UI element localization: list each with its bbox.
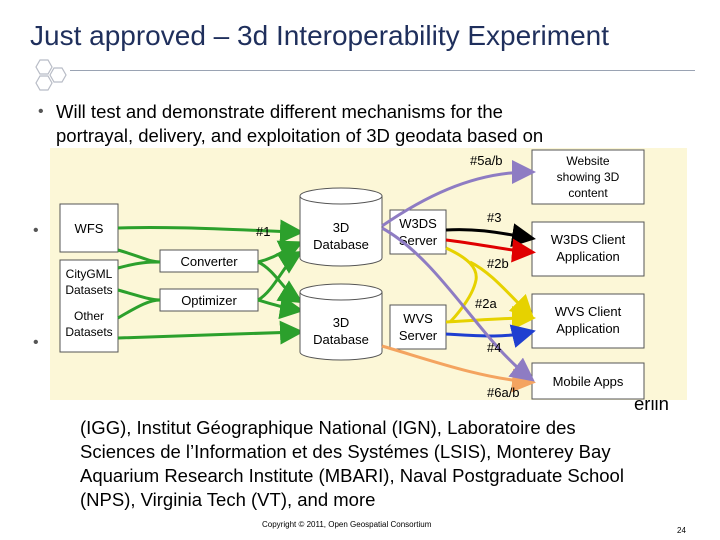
- bullet-marker: •: [33, 222, 39, 239]
- database-bottom-icon: [299, 283, 383, 361]
- website-client-box: [531, 149, 645, 205]
- bullet-marker: •: [33, 334, 39, 351]
- red-flow-arrow: [445, 238, 536, 263]
- orange-flow-arrow: [381, 344, 536, 393]
- website-label-2: showing 3D: [557, 170, 620, 184]
- flow-label-4: #4: [487, 340, 501, 355]
- bullet3-line2: (IGG), Institut Géographique National (I…: [80, 417, 576, 438]
- flow-label-2a: #2a: [475, 296, 497, 311]
- bullet3-line3: Sciences de l’Information et des Systéme…: [80, 441, 611, 462]
- mobile-client-box: [531, 362, 645, 400]
- other-label-2: Datasets: [65, 325, 112, 339]
- w3ds-server-label-1: W3DS: [399, 216, 437, 231]
- wvs-server-box: [389, 304, 447, 350]
- bullet-marker: •: [38, 103, 44, 120]
- flow-label-3: #3: [487, 210, 501, 225]
- converter-label: Converter: [180, 254, 238, 269]
- database-bottom-label-2: Database: [313, 332, 369, 347]
- flow-label-1: #1: [256, 224, 270, 239]
- page-number: 24: [677, 526, 686, 535]
- wvs-client-label-2: Application: [556, 321, 620, 336]
- green-flows: [117, 219, 304, 345]
- wvs-server-label-2: Server: [399, 328, 438, 343]
- slide-title: Just approved – 3d Interoperability Expe…: [30, 20, 609, 51]
- website-label-3: content: [568, 186, 608, 200]
- database-top-label-1: 3D: [333, 220, 350, 235]
- citygml-label-1: CityGML: [66, 267, 113, 281]
- wvs-server-label-1: WVS: [403, 311, 433, 326]
- yellow-flow-arrow-cross: [469, 260, 535, 320]
- flow-label-2b: #2b: [487, 256, 509, 271]
- mobile-client-label: Mobile Apps: [553, 374, 624, 389]
- w3ds-client-label-1: W3DS Client: [551, 232, 626, 247]
- optimizer-label: Optimizer: [181, 293, 237, 308]
- copyright-footer: Copyright © 2011, Open Geospatial Consor…: [262, 520, 432, 529]
- database-bottom-label-1: 3D: [333, 315, 350, 330]
- wfs-box: [59, 203, 119, 253]
- flow-label-6ab: #6a/b: [487, 385, 520, 400]
- bullet1-line1: Will test and demonstrate different mech…: [56, 101, 503, 122]
- wfs-label: WFS: [75, 221, 104, 236]
- yellow-flow-arrow-to-wvs: [445, 306, 536, 331]
- datasets-box: [59, 259, 119, 353]
- wvs-client-box: [531, 293, 645, 349]
- bullet1-line2: portrayal, delivery, and exploitation of…: [56, 125, 544, 146]
- w3ds-client-label-2: Application: [556, 249, 620, 264]
- database-top-icon: [299, 187, 383, 267]
- purple-flow-arrow: [381, 160, 536, 228]
- black-flow-arrow: [445, 223, 536, 248]
- other-label-1: Other: [74, 309, 104, 323]
- blue-flow-arrow: [445, 324, 536, 348]
- yellow-flow-arrow-upper: [445, 246, 478, 324]
- wvs-client-label-1: WVS Client: [555, 304, 622, 319]
- flow-label-5ab: #5a/b: [470, 153, 503, 168]
- citygml-label-2: Datasets: [65, 283, 112, 297]
- website-label-1: Website: [566, 154, 609, 168]
- title-divider: [70, 70, 695, 71]
- w3ds-server-label-2: Server: [399, 233, 438, 248]
- purple-flow-arrow-mobile: [381, 226, 535, 382]
- hexagon-logo-icon: [35, 59, 67, 91]
- bullet3-line4: Aquarium Research Institute (MBARI), Nav…: [80, 465, 624, 486]
- database-top-label-2: Database: [313, 237, 369, 252]
- bullet3-line5: (NPS), Virginia Tech (VT), and more: [80, 489, 376, 510]
